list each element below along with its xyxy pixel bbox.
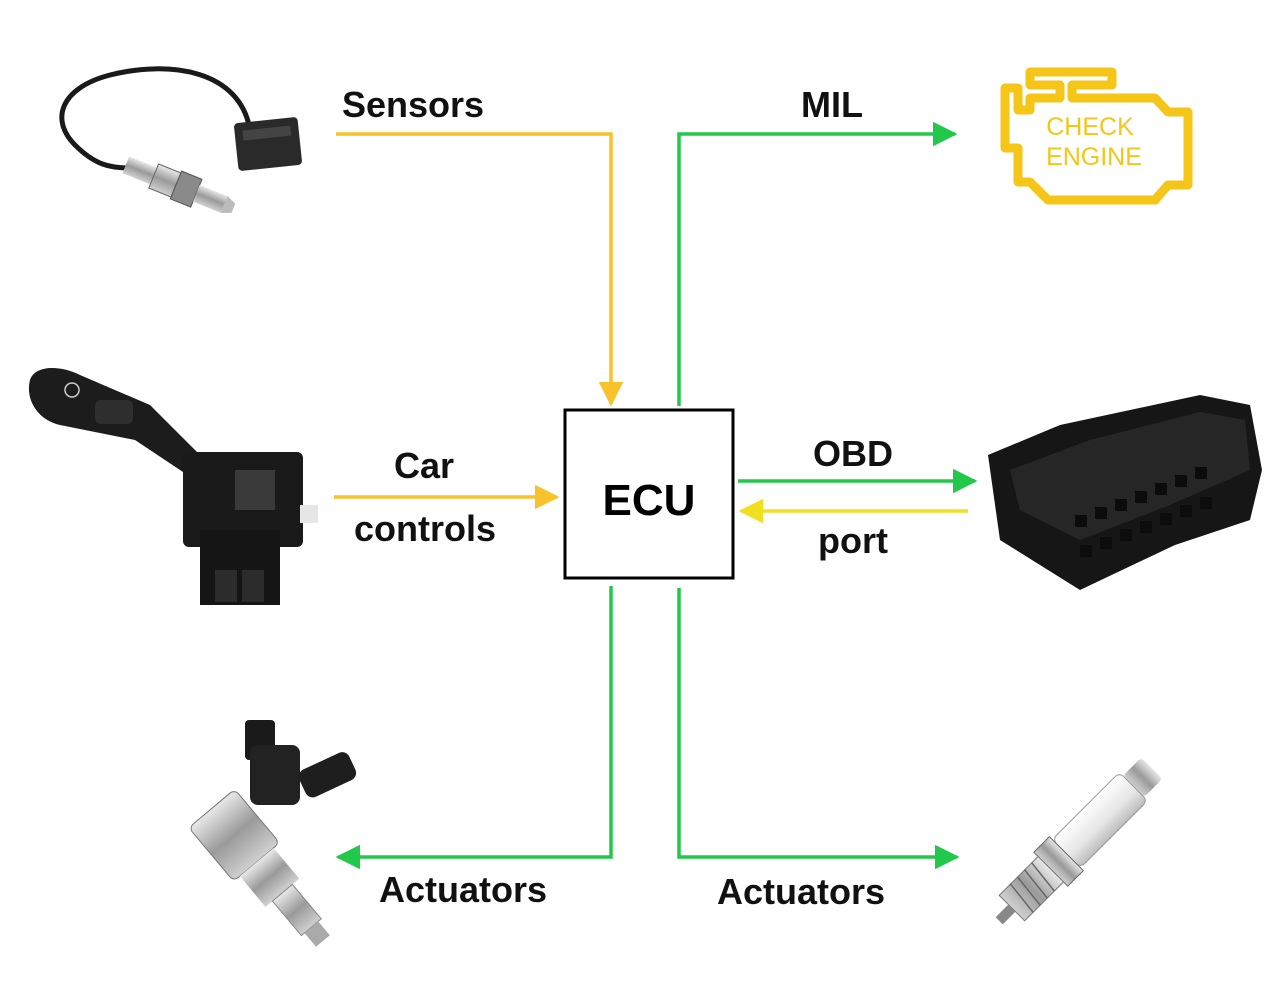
sensors-flow-line bbox=[336, 132, 624, 407]
oxygen-sensor-icon bbox=[59, 66, 302, 213]
actuator-left-flow-line bbox=[335, 586, 613, 870]
actuator-right-flow-line bbox=[677, 588, 960, 870]
port-label: port bbox=[818, 520, 888, 561]
actuators-right-label: Actuators bbox=[717, 871, 885, 912]
sensors-label: Sensors bbox=[342, 84, 484, 125]
obd-label: OBD bbox=[813, 433, 893, 474]
mil-label: MIL bbox=[801, 84, 863, 125]
check-engine-line2: ENGINE bbox=[1046, 143, 1142, 171]
fuel-injector-icon bbox=[190, 720, 357, 947]
ecu-label: ECU bbox=[603, 476, 696, 525]
ecu-box bbox=[563, 408, 735, 580]
spark-plug-icon bbox=[995, 759, 1161, 925]
controls-label: controls bbox=[354, 508, 496, 549]
obd-connector-icon bbox=[988, 395, 1262, 590]
mil-flow-line bbox=[677, 121, 958, 406]
check-engine-line1: CHECK bbox=[1046, 113, 1134, 141]
actuators-left-label: Actuators bbox=[379, 869, 547, 910]
combination-switch-icon bbox=[28, 368, 318, 605]
check-engine-light-icon: CHECK ENGINE bbox=[1000, 67, 1193, 205]
car-label: Car bbox=[394, 445, 454, 486]
